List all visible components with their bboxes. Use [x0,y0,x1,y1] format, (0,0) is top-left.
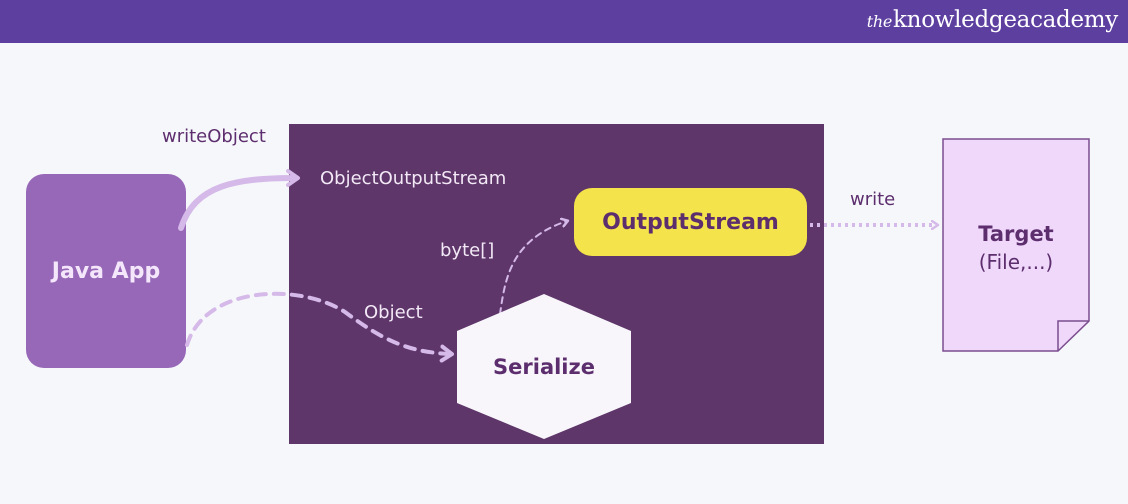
target-subtitle: (File,...) [978,250,1054,274]
write-label: write [850,189,896,210]
object-label: Object [364,302,423,323]
target-label-group: Target (File,...) [943,222,1089,274]
serialize-label: Serialize [493,355,595,379]
write-object-arrow [178,169,300,231]
target-document-icon [942,138,1090,352]
brand-logo: theknowledgeacademy [866,7,1119,33]
serialize-hexagon [457,294,631,439]
header-bar: theknowledgeacademy [0,0,1128,43]
brand-prefix: the [866,12,893,31]
write-object-label: writeObject [162,126,266,147]
target-title: Target [978,222,1054,246]
brand-name: knowledgeacademy [893,7,1118,33]
object-output-stream-label: ObjectOutputStream [320,168,507,189]
java-app-label: Java App [51,258,161,284]
output-stream-label: OutputStream [602,209,779,235]
object-arrow [185,291,454,363]
output-stream-box: OutputStream [574,188,807,256]
byte-array-arrow [499,221,567,315]
java-app-box: Java App [26,174,186,368]
byte-array-label: byte[] [440,240,495,261]
